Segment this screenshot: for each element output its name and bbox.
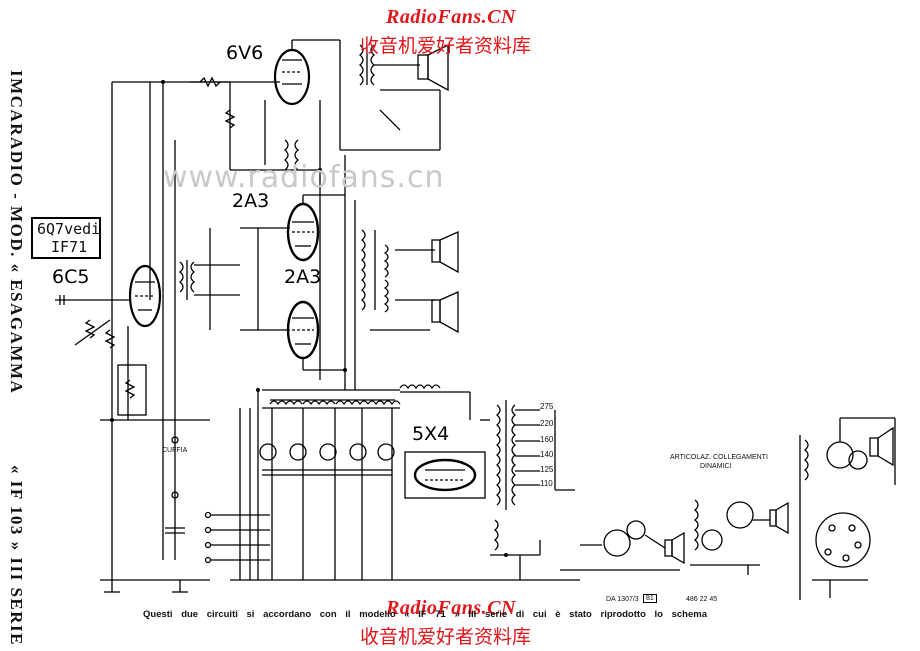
tube-label-2a3-upper: 2A3 [232, 190, 270, 212]
tap-3: 140 [540, 450, 554, 459]
watermark-site-bottom: RadioFans.CN [386, 597, 516, 619]
tube-label-2a3-lower: 2A3 [284, 266, 322, 288]
watermark-site-top: RadioFans.CN [386, 6, 516, 28]
tube-label-6c5: 6C5 [52, 266, 90, 288]
tap-5: 110 [540, 479, 553, 488]
tube-label-5x4: 5X4 [412, 423, 450, 445]
note-line-1: 6Q7vedi [37, 220, 101, 238]
tap-2: 160 [540, 435, 554, 444]
tube-label-6v6: 6V6 [226, 42, 264, 64]
title-series: « IF 103 » III SERIE [7, 465, 26, 646]
side-title: IMCARADIO - MOD. « ESAGAMMA « IF 103 » I… [4, 70, 40, 646]
label-ref-code: DA 1307/3 [606, 596, 639, 603]
watermark-cn-bottom: 收音机爱好者资料库 [360, 626, 532, 648]
title-maker-model: IMCARADIO - MOD. « ESAGAMMA [7, 70, 26, 395]
watermark-cn-top: 收音机爱好者资料库 [360, 35, 532, 57]
label-articolazioni: ARTICOLAZ. COLLEGAMENTI [670, 454, 768, 461]
tap-1: 220 [540, 419, 554, 428]
tap-0: 275 [540, 402, 554, 411]
label-ref-date: 486 22 45 [686, 596, 718, 603]
label-cuffia: CUFFIA [162, 447, 188, 454]
label-dinamici: DINAMICI [700, 463, 732, 470]
note-line-2: IF71 [51, 238, 88, 256]
label-ref-box: 81 [643, 594, 657, 603]
tap-4: 125 [540, 465, 554, 474]
watermark-middle: www.radiofans.cn [163, 160, 445, 195]
note-box: 6Q7vedi IF71 [31, 217, 101, 259]
caption: Questi due circuiti si accordano con il … [143, 609, 707, 620]
